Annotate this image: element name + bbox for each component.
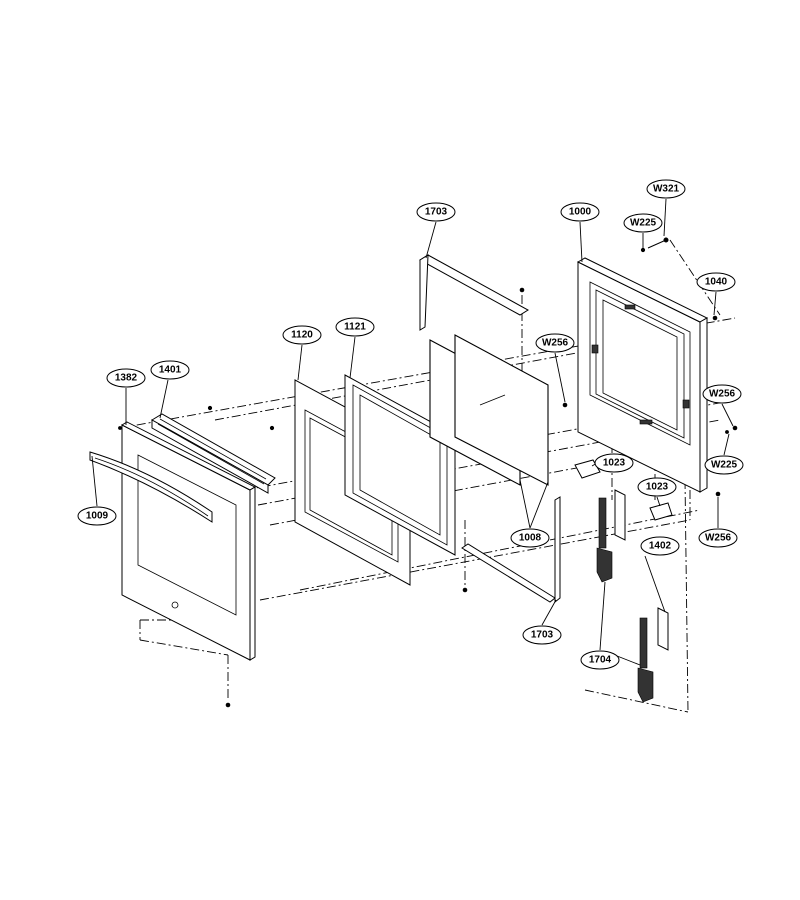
leader-lines bbox=[91, 198, 734, 666]
svg-text:1008: 1008 bbox=[519, 533, 542, 544]
svg-text:1704: 1704 bbox=[589, 655, 612, 666]
callout-1704: 1704 bbox=[580, 650, 620, 670]
callout-W225-right: W225 bbox=[704, 455, 744, 475]
svg-text:1000: 1000 bbox=[569, 207, 592, 218]
callout-W256-right: W256 bbox=[702, 384, 742, 404]
callout-1000: 1000 bbox=[560, 202, 600, 222]
callout-1703-bottom: 1703 bbox=[522, 625, 562, 645]
callout-1382: 1382 bbox=[106, 368, 146, 388]
svg-text:1382: 1382 bbox=[115, 373, 138, 384]
glass-edge-strip-bottom bbox=[461, 496, 561, 604]
svg-text:W256: W256 bbox=[705, 533, 732, 544]
callout-1009: 1009 bbox=[77, 506, 117, 526]
handle-bracket-rail bbox=[151, 413, 276, 494]
svg-text:W225: W225 bbox=[630, 218, 657, 229]
door-handle bbox=[89, 451, 213, 523]
callout-1040: 1040 bbox=[696, 272, 736, 292]
callout-1121: 1121 bbox=[335, 317, 375, 337]
callout-W225-top: W225 bbox=[623, 213, 663, 233]
glass-retainer-frame bbox=[344, 374, 456, 556]
callout-W321: W321 bbox=[646, 179, 686, 199]
svg-text:1120: 1120 bbox=[291, 330, 313, 341]
svg-text:1023: 1023 bbox=[646, 482, 669, 493]
svg-text:W225: W225 bbox=[711, 460, 738, 471]
callout-1703-top: 1703 bbox=[416, 202, 456, 222]
svg-text:W256: W256 bbox=[542, 338, 569, 349]
hinge-bracket-upper bbox=[614, 489, 626, 541]
svg-text:1401: 1401 bbox=[159, 365, 182, 376]
callout-1023-right: 1023 bbox=[637, 477, 677, 497]
svg-text:1402: 1402 bbox=[649, 541, 672, 552]
callout-1401: 1401 bbox=[150, 360, 190, 380]
callout-W256-center: W256 bbox=[535, 333, 575, 353]
svg-text:1121: 1121 bbox=[344, 322, 366, 333]
screws bbox=[118, 237, 738, 708]
hinge-bracket-lower bbox=[657, 607, 669, 651]
svg-text:1703: 1703 bbox=[531, 630, 554, 641]
svg-text:1009: 1009 bbox=[86, 511, 109, 522]
hinge-upper bbox=[596, 497, 613, 583]
hinge-lower bbox=[637, 617, 654, 703]
door-glass-panels bbox=[429, 334, 549, 486]
svg-text:1040: 1040 bbox=[705, 277, 728, 288]
svg-text:W321: W321 bbox=[653, 184, 680, 195]
svg-text:1703: 1703 bbox=[425, 207, 448, 218]
inner-door-liner bbox=[576, 257, 709, 493]
callout-W256-bottom: W256 bbox=[698, 528, 738, 548]
glass-edge-strip-top bbox=[419, 254, 529, 331]
callout-1008: 1008 bbox=[510, 528, 550, 548]
callout-1120: 1120 bbox=[282, 325, 322, 345]
svg-text:1023: 1023 bbox=[603, 458, 626, 469]
svg-text:W256: W256 bbox=[709, 389, 736, 400]
hinge-cover-right bbox=[649, 502, 673, 521]
callout-1402: 1402 bbox=[640, 536, 680, 556]
callout-1023-left: 1023 bbox=[594, 453, 634, 473]
